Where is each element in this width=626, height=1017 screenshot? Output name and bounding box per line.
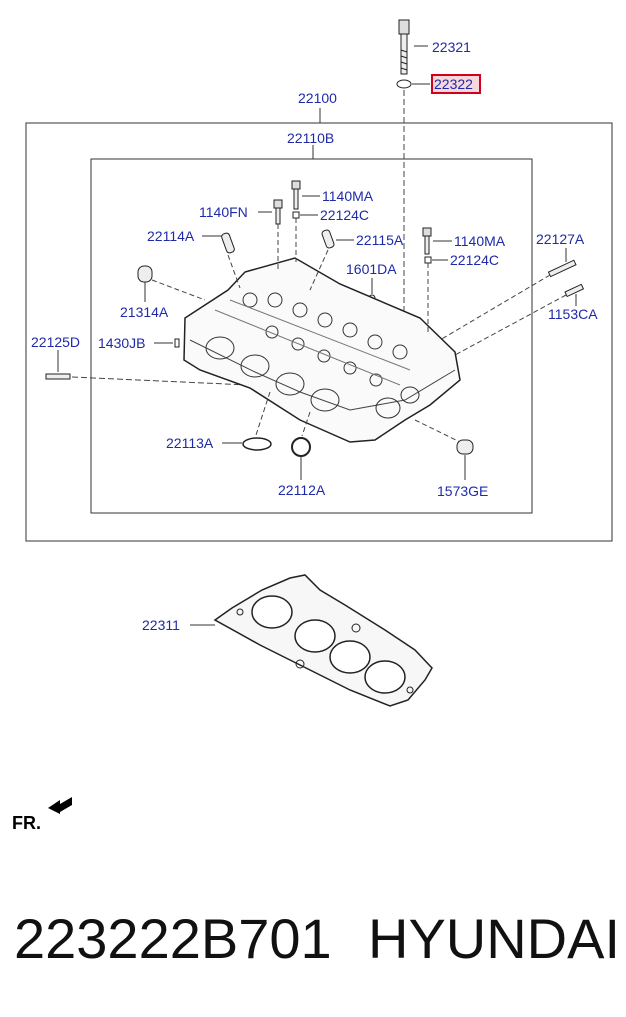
highlight-box-22322 <box>431 74 481 94</box>
label-22311: 22311 <box>142 617 180 633</box>
label-1573ge: 1573GE <box>437 483 488 499</box>
washer-22322-icon <box>396 79 412 89</box>
bolt-1140ma-b-icon <box>422 227 432 255</box>
label-22322: 22322 <box>434 76 473 92</box>
label-22112a: 22112A <box>278 482 326 498</box>
label-22114a: 22114A <box>147 228 195 244</box>
cylinder-head-icon <box>183 257 461 443</box>
brand-name: HYUNDAI <box>368 907 621 970</box>
head-gasket-22311-icon <box>213 574 433 707</box>
label-22125d: 22125D <box>31 334 80 350</box>
label-22321: 22321 <box>432 39 471 55</box>
assembly-frame-outer <box>25 122 613 542</box>
dowel-22124c-b-icon <box>424 256 432 264</box>
pin-22115a-icon <box>321 229 335 249</box>
label-22100: 22100 <box>298 90 337 106</box>
label-1430jb: 1430JB <box>98 335 145 351</box>
gasket-22113a-icon <box>242 437 272 451</box>
dowel-22124c-icon <box>292 211 300 219</box>
label-22124c-b: 22124C <box>450 252 499 268</box>
front-arrow-icon <box>48 797 72 814</box>
label-1140ma-a: 1140MA <box>322 188 374 204</box>
bolt-1140ma-icon <box>291 180 301 210</box>
front-direction-label: FR. <box>12 813 41 833</box>
label-22115a: 22115A <box>356 232 404 248</box>
label-22127a: 22127A <box>536 231 585 247</box>
footer-bar: 223222B701 HYUNDAI <box>0 870 626 990</box>
label-22110b: 22110B <box>287 130 334 146</box>
label-22124c-a: 22124C <box>320 207 369 223</box>
label-1601da: 1601DA <box>346 261 397 277</box>
bolt-1140fn-icon <box>273 199 283 225</box>
label-1140fn: 1140FN <box>199 204 248 220</box>
bolt-22321-icon <box>398 19 410 75</box>
cap-21314a-icon <box>137 265 153 283</box>
stud-1153ca-icon <box>564 283 585 298</box>
plug-1430jb-icon <box>174 338 180 348</box>
label-1153ca: 1153CA <box>548 306 598 322</box>
stud-22127a-icon <box>547 259 577 278</box>
assembly-frame-inner <box>90 158 533 514</box>
parts-diagram: 22321 22322 22100 22110B 1140MA 1140FN 2… <box>12 19 613 833</box>
part-number: 223222B701 <box>14 907 332 970</box>
plug-1573ge-icon <box>456 439 474 455</box>
pin-22114a-icon <box>221 232 235 254</box>
stud-22125d-icon <box>45 373 71 380</box>
seal-22112a-icon <box>291 437 311 457</box>
label-22113a: 22113A <box>166 435 214 451</box>
label-1140ma-b: 1140MA <box>454 233 506 249</box>
label-21314a: 21314A <box>120 304 169 320</box>
